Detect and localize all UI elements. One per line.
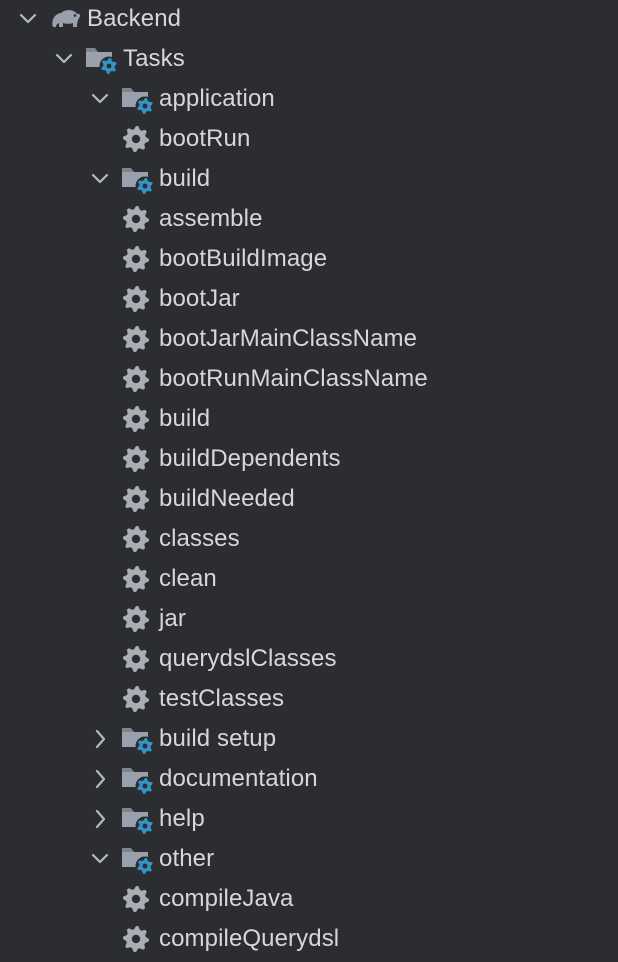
task-item-testClasses[interactable]: testClasses — [0, 679, 618, 719]
task-item-build[interactable]: build — [0, 399, 618, 439]
task-label: clean — [159, 565, 217, 592]
tree-node-backend[interactable]: Backend — [0, 0, 618, 39]
task-group-help[interactable]: help — [0, 799, 618, 839]
chevron-right-icon[interactable] — [84, 763, 116, 795]
task-label: assemble — [159, 205, 263, 232]
gear-icon — [120, 403, 156, 435]
gear-icon — [120, 323, 156, 355]
task-label: bootJar — [159, 285, 240, 312]
task-folder-icon — [120, 803, 156, 836]
task-label: buildDependents — [159, 445, 341, 472]
chevron-down-icon[interactable] — [84, 843, 116, 875]
task-label: bootRunMainClassName — [159, 365, 428, 392]
gear-icon — [120, 923, 156, 955]
chevron-down-icon[interactable] — [84, 83, 116, 115]
task-item-classes[interactable]: classes — [0, 519, 618, 559]
gear-icon — [120, 603, 156, 635]
project-label: Backend — [87, 5, 182, 32]
task-group-build-setup[interactable]: build setup — [0, 719, 618, 759]
task-label: build — [159, 405, 211, 432]
chevron-down-icon[interactable] — [12, 3, 44, 35]
task-group-application[interactable]: application — [0, 79, 618, 119]
task-item-buildDependents[interactable]: buildDependents — [0, 439, 618, 479]
task-group-label: documentation — [159, 765, 318, 792]
task-label: bootRun — [159, 125, 251, 152]
tasks-folder-label: Tasks — [123, 45, 185, 72]
gear-icon — [120, 443, 156, 475]
task-item-bootJarMainClassName[interactable]: bootJarMainClassName — [0, 319, 618, 359]
task-item-assemble[interactable]: assemble — [0, 199, 618, 239]
task-folder-icon — [120, 163, 156, 196]
chevron-down-icon[interactable] — [84, 163, 116, 195]
task-label: classes — [159, 525, 240, 552]
gear-icon — [120, 123, 156, 155]
task-item-querydslClasses[interactable]: querydslClasses — [0, 639, 618, 679]
task-label: querydslClasses — [159, 645, 337, 672]
task-folder-icon — [120, 843, 156, 876]
task-folder-icon — [120, 763, 156, 796]
task-item-compileQuerydsl[interactable]: compileQuerydsl — [0, 919, 618, 959]
task-group-label: build — [159, 165, 211, 192]
task-label: compileJava — [159, 885, 294, 912]
task-group-label: build setup — [159, 725, 277, 752]
task-folder-icon — [84, 43, 120, 76]
task-group-label: help — [159, 805, 205, 832]
task-item-jar[interactable]: jar — [0, 599, 618, 639]
tree-node-tasks[interactable]: Tasks — [0, 39, 618, 79]
task-group-label: other — [159, 845, 215, 872]
gear-icon — [120, 563, 156, 595]
task-item-bootBuildImage[interactable]: bootBuildImage — [0, 239, 618, 279]
gear-icon — [120, 643, 156, 675]
gear-icon — [120, 363, 156, 395]
chevron-right-icon[interactable] — [84, 803, 116, 835]
task-item-bootRun[interactable]: bootRun — [0, 119, 618, 159]
task-label: bootBuildImage — [159, 245, 328, 272]
task-label: jar — [159, 605, 186, 632]
task-label: compileQuerydsl — [159, 925, 340, 952]
gear-icon — [120, 483, 156, 515]
chevron-down-icon[interactable] — [48, 43, 80, 75]
task-folder-icon — [120, 723, 156, 756]
task-group-documentation[interactable]: documentation — [0, 759, 618, 799]
task-group-build[interactable]: build — [0, 159, 618, 199]
gear-icon — [120, 683, 156, 715]
task-item-bootJar[interactable]: bootJar — [0, 279, 618, 319]
gradle-elephant-icon — [48, 3, 84, 35]
task-item-clean[interactable]: clean — [0, 559, 618, 599]
task-group-other[interactable]: other — [0, 839, 618, 879]
gear-icon — [120, 883, 156, 915]
gear-icon — [120, 523, 156, 555]
task-item-compileJava[interactable]: compileJava — [0, 879, 618, 919]
task-label: bootJarMainClassName — [159, 325, 418, 352]
task-folder-icon — [120, 83, 156, 116]
gear-icon — [120, 283, 156, 315]
task-item-buildNeeded[interactable]: buildNeeded — [0, 479, 618, 519]
task-group-label: application — [159, 85, 275, 112]
task-label: testClasses — [159, 685, 285, 712]
chevron-right-icon[interactable] — [84, 723, 116, 755]
gear-icon — [120, 243, 156, 275]
task-label: buildNeeded — [159, 485, 295, 512]
gear-icon — [120, 203, 156, 235]
task-item-bootRunMainClassName[interactable]: bootRunMainClassName — [0, 359, 618, 399]
